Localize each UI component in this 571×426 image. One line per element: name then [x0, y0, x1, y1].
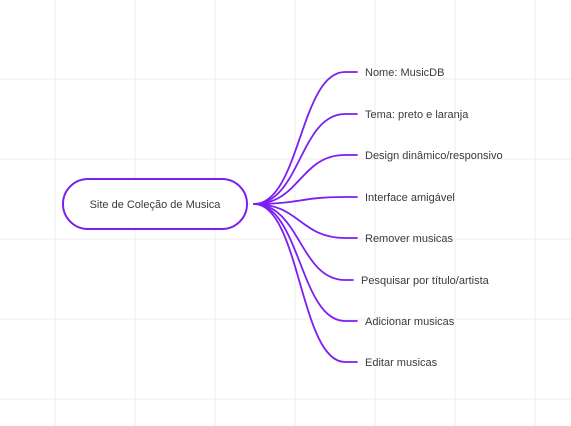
branch-node[interactable]: Adicionar musicas: [365, 316, 455, 328]
branch-node[interactable]: Nome: MusicDB: [365, 67, 444, 79]
branch-node-label: Design dinâmico/responsivo: [365, 150, 503, 162]
branch-node-label: Remover musicas: [365, 233, 454, 245]
root-node[interactable]: Site de Coleção de Musica: [62, 178, 248, 230]
branch-node[interactable]: Pesquisar por título/artista: [361, 275, 490, 287]
branch-node-label: Editar musicas: [365, 357, 438, 369]
branch-node[interactable]: Interface amigável: [365, 192, 455, 204]
branch-connector: [253, 203, 358, 239]
branch-node[interactable]: Tema: preto e laranja: [365, 109, 469, 121]
root-node-label: Site de Coleção de Musica: [90, 199, 222, 211]
branch-connector: [253, 203, 354, 281]
branch-connector: [253, 113, 358, 205]
branch-connector: [253, 71, 358, 205]
branch-connector: [253, 203, 358, 363]
branch-connector: [253, 203, 358, 322]
branch-node-label: Nome: MusicDB: [365, 67, 444, 79]
branch-connectors: [253, 71, 358, 363]
branch-node[interactable]: Editar musicas: [365, 357, 438, 369]
branch-node-label: Adicionar musicas: [365, 316, 455, 328]
branch-node-label: Pesquisar por título/artista: [361, 275, 490, 287]
branch-connector: [253, 196, 358, 205]
branch-connector: [253, 154, 358, 205]
root-node-shape: [62, 178, 248, 230]
branch-node[interactable]: Remover musicas: [365, 233, 454, 245]
branch-node-label: Tema: preto e laranja: [365, 109, 469, 121]
branch-node[interactable]: Design dinâmico/responsivo: [365, 150, 503, 162]
branch-nodes: Nome: MusicDB Tema: preto e laranjaDesign…: [361, 67, 503, 369]
branch-node-label: Interface amigável: [365, 192, 455, 204]
